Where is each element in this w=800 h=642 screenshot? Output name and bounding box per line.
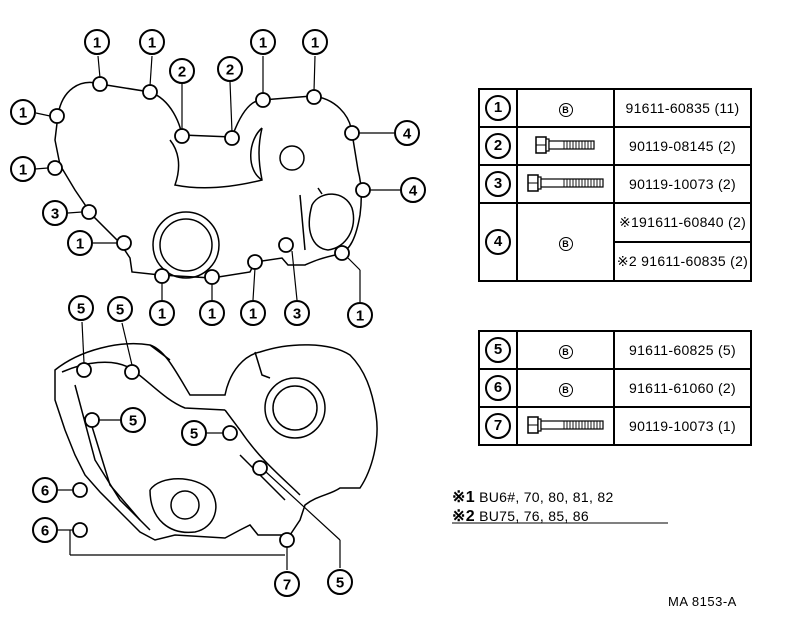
- ref-circle: 5: [485, 337, 511, 363]
- callout-number: 2: [178, 64, 186, 81]
- parts-table-upper: 1 B 91611-60835 (11) 2 90119-08145 (2) 3: [478, 88, 752, 282]
- flange-bolt-icon: B: [558, 102, 573, 117]
- callout-number: 1: [148, 35, 156, 52]
- callout-upper: 3: [42, 200, 68, 226]
- part-number: 90119-10073 (2): [613, 164, 752, 204]
- upper-bolt-holes: [47, 76, 371, 285]
- callout-number: 1: [311, 35, 319, 52]
- upper-leader-lines: [34, 55, 400, 302]
- table-row: ※2 91611-60835 (2): [479, 241, 752, 282]
- hex-bolt-long-icon: [526, 415, 604, 434]
- ref-circle: 3: [485, 171, 511, 197]
- callout-number: 1: [249, 306, 257, 323]
- lower-leader-lines: [58, 321, 341, 570]
- callout-upper: 1: [347, 302, 373, 328]
- callout-number: 5: [336, 575, 344, 592]
- callout-number: 4: [403, 126, 412, 143]
- callout-upper: 1: [10, 99, 36, 125]
- callout-upper: 1: [67, 230, 93, 256]
- callout-number: 5: [190, 426, 198, 443]
- callout-upper: 3: [284, 300, 310, 326]
- callout-upper: 1: [10, 156, 36, 182]
- part-number: ※191611-60840 (2): [613, 202, 752, 243]
- callout-number: 1: [76, 236, 84, 253]
- note-mark: ※1: [452, 489, 475, 506]
- part-number: 91611-60835 (11): [613, 88, 752, 128]
- drawing-code: MA 8153-A: [668, 594, 737, 609]
- note-text: BU6#, 70, 80, 81, 82: [479, 489, 614, 505]
- callout-upper: 1: [302, 29, 328, 55]
- ref-circle: 1: [485, 95, 511, 121]
- part-number: 90119-10073 (1): [613, 406, 752, 446]
- table-row: 2 90119-08145 (2): [478, 126, 752, 166]
- flange-bolt-icon: B: [558, 344, 573, 359]
- callout-number: 6: [41, 483, 49, 500]
- ref-circle: 4: [485, 229, 511, 255]
- callout-number: 2: [226, 62, 234, 79]
- callouts: 1 1 2 2 1 1 1 4 1 4 3 1 1 1 1 3 1 5 5 5 …: [10, 29, 426, 597]
- lower-bolt-holes: [72, 362, 295, 548]
- part-number: 90119-08145 (2): [613, 126, 752, 166]
- callout-lower: 7: [274, 571, 300, 597]
- note-text: BU75, 76, 85, 86: [479, 508, 589, 524]
- table-row: 5 B 91611-60825 (5): [478, 330, 752, 370]
- table-row: 6 B 91611-61060 (2): [478, 368, 752, 408]
- callout-upper: 1: [199, 300, 225, 326]
- hex-bolt-long-icon: [526, 173, 604, 192]
- hex-bolt-short-icon: [534, 135, 595, 154]
- note-mark: ※2: [452, 508, 475, 525]
- callout-upper: 1: [139, 29, 165, 55]
- callout-number: 1: [93, 35, 101, 52]
- callout-upper: 1: [250, 29, 276, 55]
- parts-table-lower: 5 B 91611-60825 (5) 6 B 91611-61060 (2) …: [478, 330, 752, 446]
- callout-lower: 6: [32, 477, 58, 503]
- callout-upper: 1: [149, 300, 175, 326]
- callout-lower: 5: [181, 420, 207, 446]
- callout-upper: 2: [217, 56, 243, 82]
- callout-lower: 5: [68, 295, 94, 321]
- callout-number: 7: [283, 577, 291, 594]
- callout-upper: 4: [394, 120, 420, 146]
- ref-circle: 7: [485, 413, 511, 439]
- callout-number: 1: [19, 162, 27, 179]
- callout-number: 5: [77, 301, 85, 318]
- note-1: ※1 BU6#, 70, 80, 81, 82: [452, 487, 614, 507]
- lower-cover: [54, 342, 378, 541]
- part-number: 91611-60825 (5): [613, 330, 752, 370]
- part-number: 91611-61060 (2): [613, 368, 752, 408]
- table-row: 4 B ※191611-60840 (2): [478, 202, 752, 282]
- flange-bolt-icon: B: [558, 382, 573, 397]
- callout-number: 6: [41, 523, 49, 540]
- callout-upper: 1: [240, 300, 266, 326]
- callout-upper: 4: [400, 177, 426, 203]
- callout-lower: 6: [32, 517, 58, 543]
- callout-lower: 5: [107, 296, 133, 322]
- callout-number: 1: [19, 105, 27, 122]
- ref-circle: 2: [485, 133, 511, 159]
- table-row: 1 B 91611-60835 (11): [478, 88, 752, 128]
- upper-cover: [54, 81, 363, 279]
- callout-number: 1: [259, 35, 267, 52]
- callout-upper: 1: [84, 29, 110, 55]
- callout-number: 5: [129, 413, 137, 430]
- part-number: ※2 91611-60835 (2): [613, 241, 752, 282]
- table-row: 3 90119-10073 (2): [478, 164, 752, 204]
- callout-lower: 5: [120, 407, 146, 433]
- callout-number: 5: [116, 302, 124, 319]
- callout-number: 3: [51, 206, 59, 223]
- callout-number: 1: [158, 306, 166, 323]
- note-2: ※2 BU75, 76, 85, 86: [452, 506, 589, 526]
- callout-number: 1: [208, 306, 216, 323]
- flange-bolt-icon: B: [558, 236, 573, 251]
- table-row: 7 90119-10073 (1): [478, 406, 752, 446]
- callout-number: 4: [409, 183, 418, 200]
- ref-circle: 6: [485, 375, 511, 401]
- callout-upper: 2: [169, 58, 195, 84]
- callout-lower: 5: [327, 569, 353, 595]
- callout-number: 1: [356, 308, 364, 325]
- callout-number: 3: [293, 306, 301, 323]
